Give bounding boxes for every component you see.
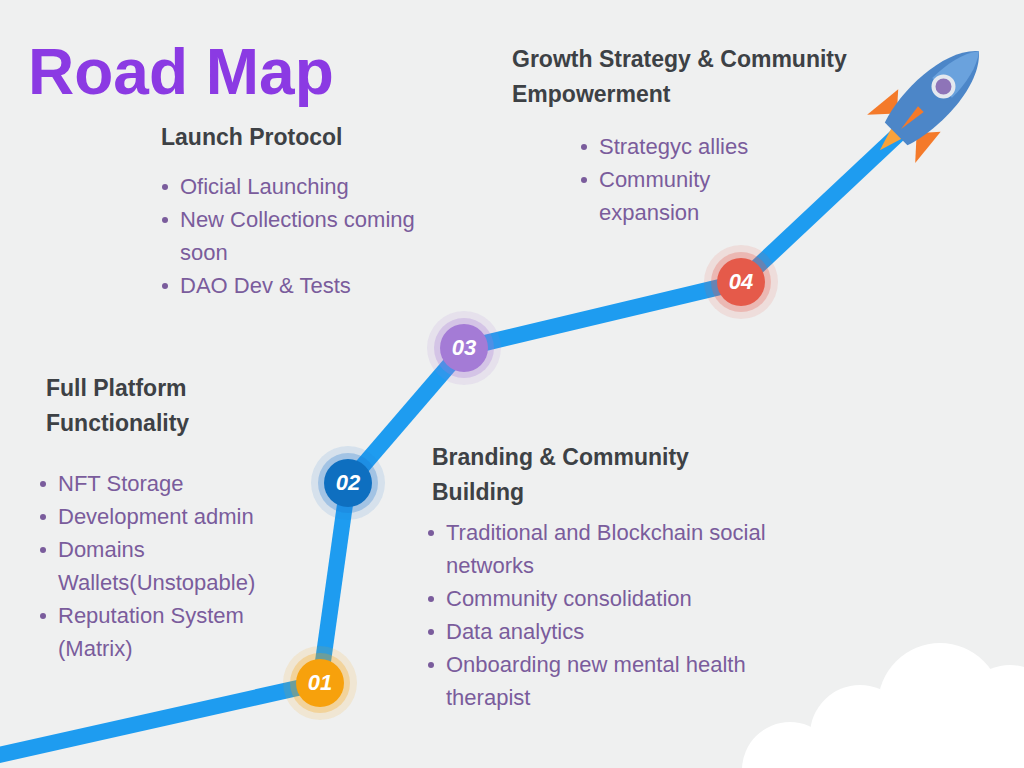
road-segment: [323, 504, 345, 662]
road-line: [741, 128, 905, 282]
milestone-circle: 02: [324, 459, 372, 507]
bullet-list: Strategyc alliesCommunity expansion: [579, 130, 759, 229]
bullet-item: DAO Dev & Tests: [160, 269, 450, 302]
bullet-item: Community expansion: [579, 163, 759, 229]
phase-heading: Growth Strategy & Community Empowerment: [512, 42, 862, 112]
roadmap-title: Road Map: [28, 40, 334, 104]
phase-heading: Launch Protocol: [161, 120, 441, 155]
milestone-number: 01: [308, 670, 332, 696]
bullet-item: Domains Wallets(Unstopable): [38, 533, 298, 599]
phase-heading: Branding & Community Building: [432, 440, 742, 510]
milestone-number: 03: [452, 335, 476, 361]
bullet-item: NFT Storage: [38, 467, 298, 500]
bullet-item: Oficial Launching: [160, 170, 450, 203]
bullet-item: Reputation System (Matrix): [38, 599, 298, 665]
road-line: [0, 683, 320, 757]
bullet-list: Oficial LaunchingNew Collections coming …: [160, 170, 450, 302]
bullet-item: Traditional and Blockchain social networ…: [426, 516, 821, 582]
bullet-item: New Collections coming soon: [160, 203, 450, 269]
bullet-item: Data analytics: [426, 615, 821, 648]
cloud: [742, 643, 1024, 768]
bullet-list: NFT StorageDevelopment adminDomains Wall…: [38, 467, 298, 665]
bullet-item: Strategyc allies: [579, 130, 759, 163]
bullet-item: Development admin: [38, 500, 298, 533]
bullet-list: Traditional and Blockchain social networ…: [426, 516, 821, 714]
milestone-circle: 04: [717, 258, 765, 306]
bullet-item: Onboarding new mental health therapist: [426, 648, 821, 714]
milestone-circle: 01: [296, 659, 344, 707]
rocket: [856, 27, 1003, 174]
phase-heading: Full Platform Functionality: [46, 371, 256, 441]
milestone-number: 04: [729, 269, 753, 295]
milestone-circle: 03: [440, 324, 488, 372]
road-segment: [484, 287, 720, 343]
milestone-number: 02: [336, 470, 360, 496]
bullet-item: Community consolidation: [426, 582, 821, 615]
